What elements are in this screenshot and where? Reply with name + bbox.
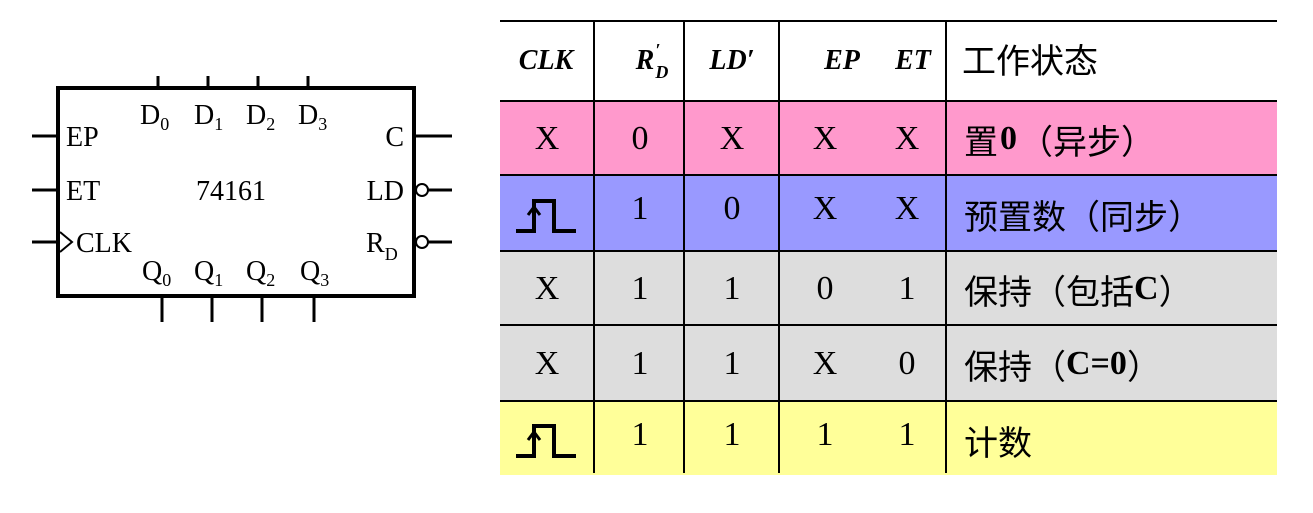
cell-ep: X — [812, 190, 838, 227]
pin-label-d2: D2 — [246, 100, 275, 134]
cell-ld: 1 — [723, 345, 741, 382]
pin-label-q0: Q0 — [142, 256, 171, 290]
cell-ld: 0 — [723, 190, 741, 227]
col-divider — [778, 20, 780, 473]
table-row: X 1 1 X 0 保持（C=0） — [500, 324, 1277, 402]
cell-et: 1 — [898, 270, 916, 307]
header-rd: R′D — [635, 40, 669, 82]
pin-label-c: C — [385, 122, 404, 153]
cell-ld: 1 — [723, 270, 741, 307]
cell-ld: 1 — [723, 416, 741, 453]
cell-rd: 0 — [631, 120, 649, 157]
cell-ep: 0 — [816, 270, 834, 307]
chip-74161-symbol: EP ET CLK 74161 C LD RD D0 D1 D2 D3 Q0 Q… — [32, 76, 452, 322]
col-divider — [945, 20, 947, 473]
table-row: 1 1 1 1 计数 — [500, 400, 1277, 475]
chip-body — [56, 86, 416, 298]
cell-et: X — [894, 190, 920, 227]
inversion-bubble-ld-icon — [415, 183, 429, 197]
pin-label-clk: CLK — [76, 228, 132, 259]
cell-et: 1 — [898, 416, 916, 453]
cell-ep: X — [812, 120, 838, 157]
table-header-row: CLK R′D LD′ EP ET 工作状态 — [500, 22, 1277, 100]
cell-state: 预置数（同步） — [964, 200, 1202, 237]
pin-label-d3: D3 — [298, 100, 327, 134]
cell-clk: X — [534, 270, 560, 307]
table-row: 1 0 X X 预置数（同步） — [500, 174, 1277, 252]
cell-rd: 1 — [631, 345, 649, 382]
pin-label-d1: D1 — [194, 100, 223, 134]
cell-rd: 1 — [631, 190, 649, 227]
cell-rd: 1 — [631, 270, 649, 307]
rising-edge-pulse-icon — [516, 423, 576, 458]
cell-ep: 1 — [816, 416, 834, 453]
cell-clk: X — [534, 120, 560, 157]
header-ld: LD′ — [709, 45, 755, 76]
cell-clk: X — [534, 345, 560, 382]
cell-rd: 1 — [631, 416, 649, 453]
pin-label-ep: EP — [66, 122, 99, 153]
inversion-bubble-rd-icon — [415, 235, 429, 249]
cell-et: X — [894, 120, 920, 157]
cell-ep: X — [812, 345, 838, 382]
pin-label-q2: Q2 — [246, 256, 275, 290]
cell-et: 0 — [898, 345, 916, 382]
col-divider — [683, 20, 685, 473]
col-divider — [593, 20, 595, 473]
cell-state: 计数 — [964, 426, 1032, 463]
header-ep: EP — [824, 45, 860, 76]
pin-label-q1: Q1 — [194, 256, 223, 290]
header-clk: CLK — [518, 45, 574, 76]
pin-label-d0: D0 — [140, 100, 169, 134]
cell-ld: X — [719, 120, 745, 157]
header-state: 工作状态 — [962, 44, 1098, 81]
clock-triangle-icon — [59, 231, 74, 253]
chip-name: 74161 — [196, 176, 266, 207]
pin-label-q3: Q3 — [300, 256, 329, 290]
cell-state: 保持（C=0） — [964, 345, 1161, 387]
pin-label-rd: RD — [366, 228, 398, 264]
table-top-rule — [500, 20, 1277, 22]
cell-clk — [500, 176, 594, 252]
header-et: ET — [895, 45, 931, 76]
pin-label-ld: LD — [367, 176, 404, 207]
cell-clk — [500, 402, 594, 475]
pin-label-et: ET — [66, 176, 100, 207]
rising-edge-pulse-icon — [516, 199, 576, 233]
